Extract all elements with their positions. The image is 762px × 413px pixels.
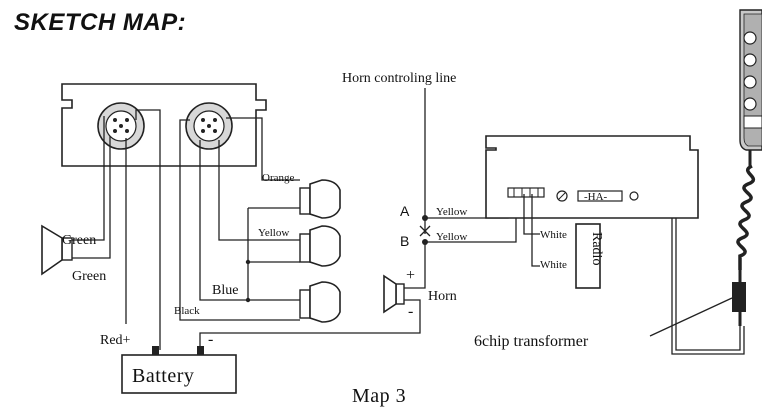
mic-coiled-cord [736,164,756,270]
main-control-box [61,83,267,167]
mic-button-4-icon [743,97,757,111]
transformer-label: 6chip transformer [474,333,589,350]
horn-speaker [383,274,405,314]
label-orange: Orange [262,172,294,184]
battery-positive-label: Red+ [100,333,131,348]
label-horn-controling-line: Horn controling line [342,71,456,86]
microphone [739,9,762,166]
point-b-label: B [400,233,409,249]
wires-left-connector [72,109,161,350]
wires-right-connector [179,117,300,321]
siren-unit [485,135,699,219]
led-icon [629,191,639,201]
label-green-2: Green [72,269,106,284]
speaker-green [41,224,73,276]
battery-label: Battery [132,365,194,387]
diagram-caption: Map 3 [352,385,406,407]
label-yellow-b: Yellow [436,231,467,243]
label-green-1: Green [62,233,96,248]
speaker-bottom [299,281,341,323]
label-blue: Blue [212,283,238,298]
diagram-title: SKETCH MAP: [14,9,186,36]
label-yellow-speaker: Yellow [258,227,289,239]
speaker-middle [299,225,341,267]
horn-negative-label: - [408,303,413,320]
point-a-label: A [400,203,410,219]
label-black: Black [174,305,200,317]
mic-button-2-icon [743,53,757,67]
unit-display-text: -HA- [584,191,608,203]
label-white-1: White [540,229,567,241]
radio-label: Radio [589,232,604,265]
label-yellow-a: Yellow [436,206,467,218]
radio-box [575,223,601,289]
mic-button-1-icon [743,31,757,45]
label-white-2: White [540,259,567,271]
mic-button-3-icon [743,75,757,89]
horn-positive-label: + [406,267,415,284]
battery-box [121,346,237,394]
horn-label: Horn [428,289,457,304]
connector-right [185,102,233,150]
speaker-top [299,179,341,219]
battery-negative-label: - [208,331,213,348]
